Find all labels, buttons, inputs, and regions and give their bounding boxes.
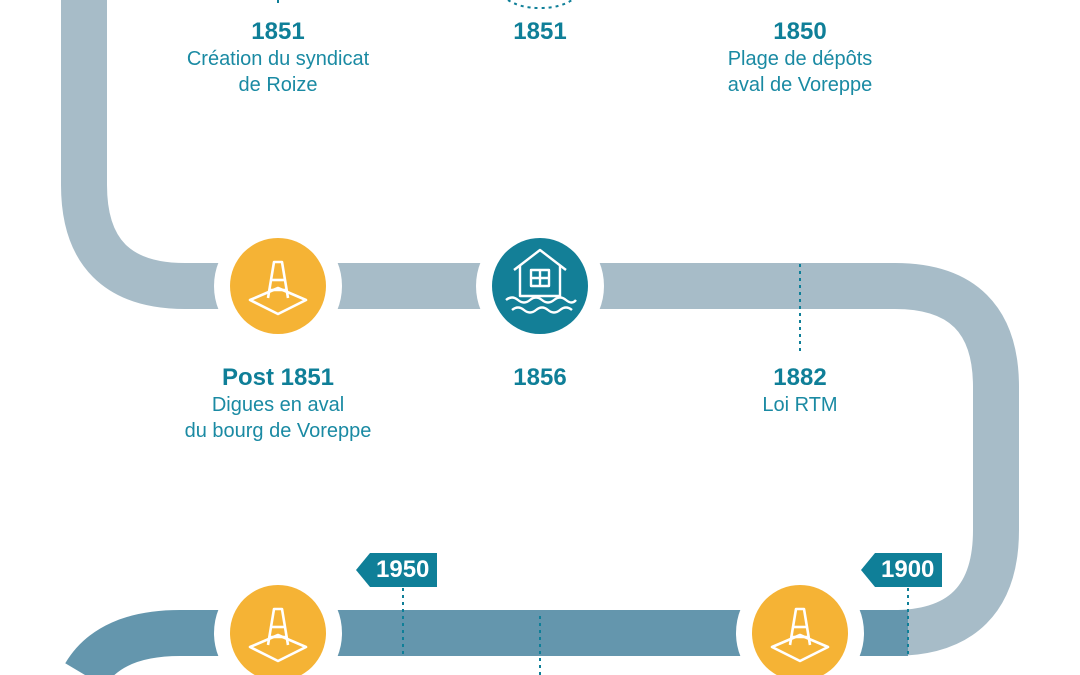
event-year: 1850 — [773, 18, 827, 45]
event-year: 1851 — [513, 18, 567, 45]
era-flag-1900: 1900 — [861, 553, 943, 587]
timeline-track-upper — [61, 0, 1019, 656]
event-text: Plage de dépôts — [727, 48, 873, 70]
traffic-cone-icon — [752, 585, 848, 675]
event-text: Création du syndicat — [186, 48, 370, 70]
event-label: 1850 Plage de dépôts aval de Voreppe — [728, 18, 873, 98]
event-year: Post 1851 — [221, 364, 335, 391]
flooded-house-icon — [492, 238, 588, 334]
event-label: 1851 Création du syndicat de Roize — [187, 18, 369, 98]
event-text: de Roize — [238, 74, 318, 96]
era-flag-1950: 1950 — [356, 553, 438, 587]
traffic-cone-icon — [230, 585, 326, 675]
event-text: aval de Voreppe — [727, 74, 873, 96]
event-year: 1856 — [513, 364, 567, 391]
era-flag-label: 1950 — [370, 553, 438, 587]
event-label: 1856 — [513, 364, 566, 392]
event-year: 1882 — [773, 364, 827, 391]
event-label: Post 1851 Digues en aval du bourg de Vor… — [185, 364, 372, 444]
event-text: Digues en aval — [211, 394, 345, 416]
timeline-track-lower — [65, 610, 908, 675]
event-label: 1851 — [513, 18, 566, 46]
era-flag-label: 1900 — [875, 553, 943, 587]
event-year: 1851 — [251, 18, 305, 45]
traffic-cone-icon — [230, 238, 326, 334]
event-text: du bourg de Voreppe — [184, 420, 372, 442]
event-label: 1882 Loi RTM — [762, 364, 837, 418]
event-text: Loi RTM — [762, 394, 838, 416]
